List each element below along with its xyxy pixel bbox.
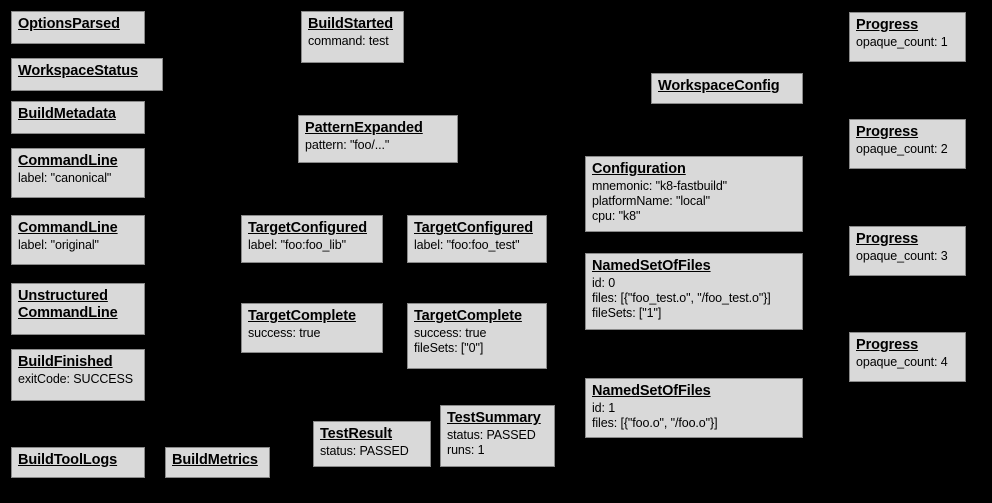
event-node-fields: opaque_count: 3	[856, 249, 948, 263]
event-node-title: WorkspaceConfig	[658, 78, 780, 94]
event-node-fields: id: 1 files: [{"foo.o", "/foo.o"}]	[592, 401, 718, 430]
event-node-fields: success: true	[248, 326, 321, 340]
event-node-fields: exitCode: SUCCESS	[18, 372, 134, 386]
event-node-title: Configuration	[592, 161, 686, 177]
event-node-fields: mnemonic: "k8-fastbuild" platformName: "…	[592, 179, 728, 223]
event-node-fields: command: test	[308, 34, 389, 48]
event-node-fields: success: true fileSets: ["0"]	[414, 326, 487, 355]
event-node-title: TargetComplete	[248, 308, 356, 324]
event-node-progress-2[interactable]: Progress opaque_count: 2	[849, 119, 966, 169]
event-node-test-summary[interactable]: TestSummary status: PASSED runs: 1	[440, 405, 555, 467]
event-node-title: BuildToolLogs	[18, 452, 118, 468]
event-node-build-metrics[interactable]: BuildMetrics	[165, 447, 270, 478]
event-node-title: Progress	[856, 17, 919, 33]
event-node-build-started[interactable]: BuildStarted command: test	[301, 11, 404, 63]
event-node-title: NamedSetOfFiles	[592, 258, 711, 274]
event-node-target-complete-lib[interactable]: TargetComplete success: true	[241, 303, 383, 353]
event-node-named-set-of-files-1[interactable]: NamedSetOfFiles id: 1 files: [{"foo.o", "…	[585, 378, 803, 438]
event-node-target-complete-test[interactable]: TargetComplete success: true fileSets: ["…	[407, 303, 547, 369]
event-node-title: TestResult	[320, 426, 393, 442]
event-node-title: WorkspaceStatus	[18, 63, 138, 79]
event-node-build-finished[interactable]: BuildFinished exitCode: SUCCESS	[11, 349, 145, 401]
event-node-progress-3[interactable]: Progress opaque_count: 3	[849, 226, 966, 276]
event-node-fields: label: "original"	[18, 238, 99, 252]
event-node-target-configured-lib[interactable]: TargetConfigured label: "foo:foo_lib"	[241, 215, 383, 263]
event-node-title: Progress	[856, 337, 919, 353]
event-node-title: TargetComplete	[414, 308, 522, 324]
event-node-fields: opaque_count: 2	[856, 142, 948, 156]
event-node-workspace-status[interactable]: WorkspaceStatus	[11, 58, 163, 91]
event-node-progress-1[interactable]: Progress opaque_count: 1	[849, 12, 966, 62]
event-node-workspace-config[interactable]: WorkspaceConfig	[651, 73, 803, 104]
event-node-title: TestSummary	[447, 410, 541, 426]
event-node-named-set-of-files-0[interactable]: NamedSetOfFiles id: 0 files: [{"foo_test.…	[585, 253, 803, 330]
event-node-fields: label: "foo:foo_test"	[414, 238, 520, 252]
event-node-pattern-expanded[interactable]: PatternExpanded pattern: "foo/..."	[298, 115, 458, 163]
event-node-fields: opaque_count: 4	[856, 355, 948, 369]
event-node-options-parsed[interactable]: OptionsParsed	[11, 11, 145, 44]
event-node-title: BuildMetadata	[18, 106, 116, 122]
event-node-title: PatternExpanded	[305, 120, 423, 136]
event-node-title: TargetConfigured	[414, 220, 533, 236]
event-node-build-tool-logs[interactable]: BuildToolLogs	[11, 447, 145, 478]
event-node-fields: label: "canonical"	[18, 171, 112, 185]
event-node-fields: status: PASSED runs: 1	[447, 428, 536, 457]
event-node-title: BuildFinished	[18, 354, 113, 370]
event-node-command-line-canonical[interactable]: CommandLine label: "canonical"	[11, 148, 145, 198]
event-node-fields: pattern: "foo/..."	[305, 138, 390, 152]
event-node-build-metadata[interactable]: BuildMetadata	[11, 101, 145, 134]
event-node-configuration[interactable]: Configuration mnemonic: "k8-fastbuild" pl…	[585, 156, 803, 232]
event-node-title: NamedSetOfFiles	[592, 383, 711, 399]
event-node-fields: id: 0 files: [{"foo_test.o", "/foo_test.…	[592, 276, 771, 320]
event-node-title: Unstructured CommandLine	[18, 288, 118, 321]
event-node-progress-4[interactable]: Progress opaque_count: 4	[849, 332, 966, 382]
event-node-command-line-original[interactable]: CommandLine label: "original"	[11, 215, 145, 265]
event-node-title: CommandLine	[18, 153, 118, 169]
event-node-unstructured-command-line[interactable]: Unstructured CommandLine	[11, 283, 145, 335]
event-node-fields: opaque_count: 1	[856, 35, 948, 49]
event-node-title: BuildMetrics	[172, 452, 258, 468]
event-node-title: TargetConfigured	[248, 220, 367, 236]
event-node-title: Progress	[856, 231, 919, 247]
event-node-title: BuildStarted	[308, 16, 394, 32]
event-node-title: CommandLine	[18, 220, 118, 236]
event-node-title: Progress	[856, 124, 919, 140]
event-node-test-result[interactable]: TestResult status: PASSED	[313, 421, 431, 467]
event-node-fields: status: PASSED	[320, 444, 409, 458]
event-node-title: OptionsParsed	[18, 16, 120, 32]
event-node-target-configured-test[interactable]: TargetConfigured label: "foo:foo_test"	[407, 215, 547, 263]
event-node-fields: label: "foo:foo_lib"	[248, 238, 346, 252]
